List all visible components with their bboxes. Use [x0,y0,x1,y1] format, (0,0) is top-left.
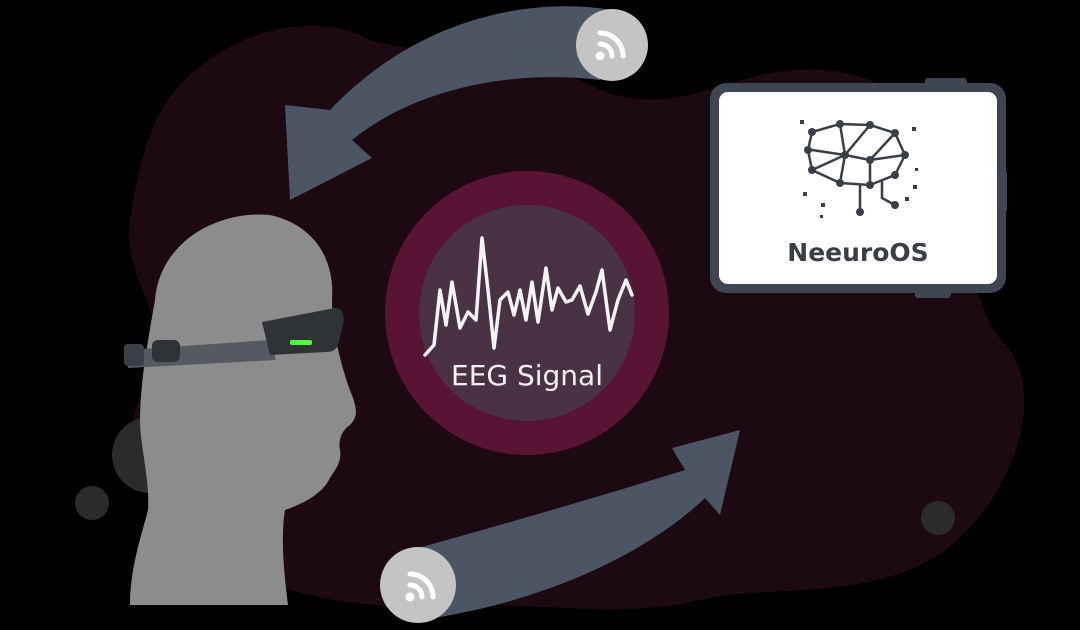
device-tablet: NeeuroOS [710,78,1007,298]
eeg-signal-node: EEG Signal [385,171,669,455]
wifi-badge-top [576,9,648,81]
decor-circle-small [75,486,109,520]
device-brand: NeeuroOS [787,238,928,267]
eeg-label: EEG Signal [451,359,603,392]
headband-led [290,340,312,345]
decor-circle-right [921,501,955,535]
